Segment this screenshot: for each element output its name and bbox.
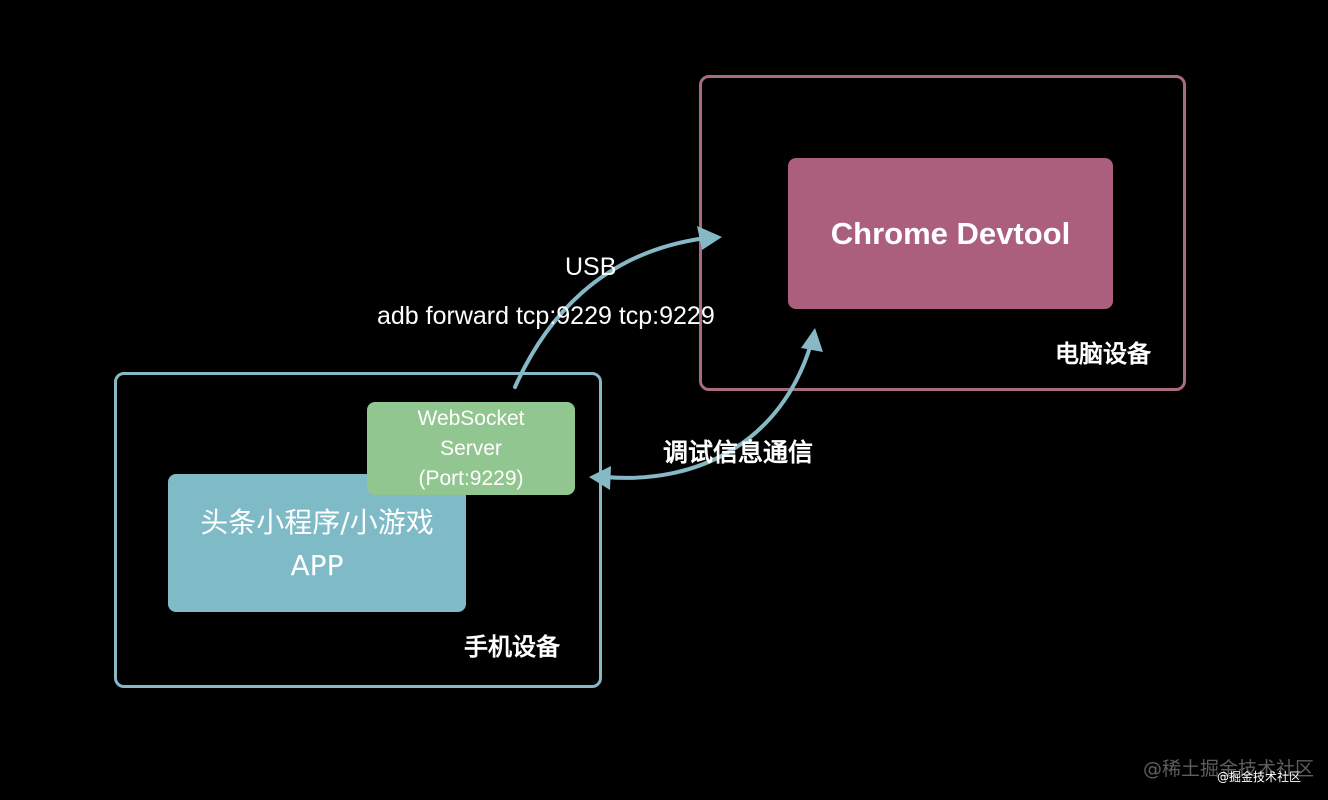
app-label-line1: 头条小程序/小游戏	[200, 506, 434, 539]
phone-device-group	[114, 372, 602, 688]
websocket-server-box: WebSocket Server (Port:9229)	[367, 402, 575, 495]
app-label-line2: APP	[290, 549, 344, 582]
usb-label: USB	[565, 253, 617, 281]
chrome-devtool-label: Chrome Devtool	[830, 215, 1071, 251]
websocket-label-line1: WebSocket	[417, 406, 525, 430]
websocket-label-line2: Server	[440, 436, 502, 460]
watermark-small: @掘金技术社区	[1217, 770, 1302, 784]
websocket-label-line3: (Port:9229)	[418, 466, 524, 490]
debug-comm-label: 调试信息通信	[663, 438, 814, 467]
phone-device-label: 手机设备	[464, 633, 560, 661]
adb-command-label: adb forward tcp:9229 tcp:9229	[377, 302, 715, 330]
pc-device-label: 电脑设备	[1055, 340, 1151, 368]
chrome-devtool-box: Chrome Devtool	[788, 158, 1113, 309]
watermark: @稀土掘金技术社区	[1143, 758, 1315, 780]
app-box: 头条小程序/小游戏 APP	[168, 474, 466, 612]
